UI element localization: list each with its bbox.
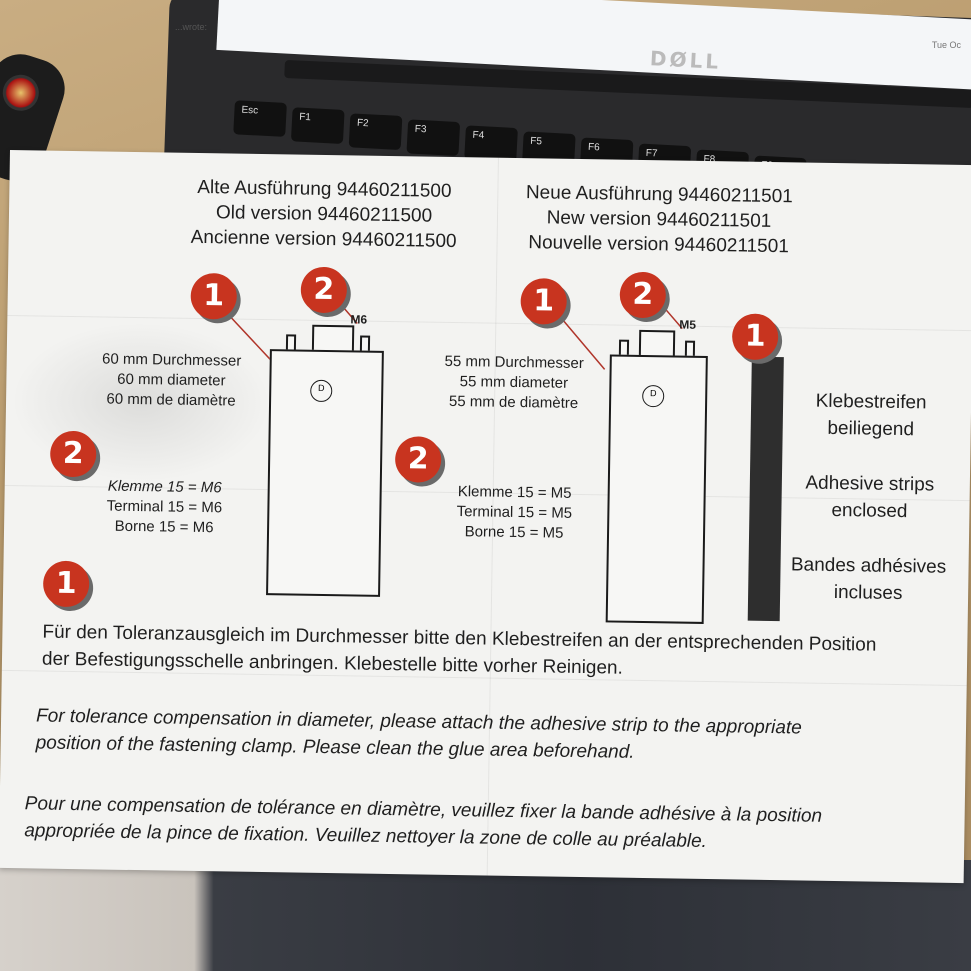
screen-email-text: ...wrote:: [175, 22, 208, 32]
diameter-en: 55 mm diameter: [459, 373, 569, 392]
old-diameter-label: 60 mm Durchmesser 60 mm diameter 60 mm d…: [91, 349, 252, 412]
callout-arrow: [221, 307, 276, 365]
strip-label-en-1: Adhesive strips: [805, 472, 935, 496]
diameter-de: 55 mm Durchmesser: [444, 352, 584, 373]
strip-label-fr-2: incluses: [833, 581, 903, 605]
terminal-de: Klemme 15 = M5: [457, 483, 572, 502]
thread-label-m6: M6: [350, 312, 368, 327]
key-f1: F1: [290, 107, 345, 144]
callout-arrow: [556, 313, 606, 370]
key-f2: F2: [348, 113, 403, 150]
key-esc: Esc: [233, 100, 287, 137]
strip-label-de-1: Klebestreifen: [815, 390, 927, 414]
strip-label-fr-1: Bandes adhésives: [790, 554, 947, 578]
terminal-fr: Borne 15 = M5: [464, 523, 564, 542]
terminal-en: Terminal 15 = M6: [106, 497, 223, 517]
key-f3: F3: [406, 119, 461, 157]
adhesive-strip: [747, 356, 784, 622]
instruction-en: For tolerance compensation in diameter, …: [35, 702, 802, 768]
screen-date-text: Tue Oc: [931, 40, 961, 50]
instruction-sheet: Alte Ausführung 94460211500 Old version …: [0, 150, 971, 884]
new-terminal-label: Klemme 15 = M5 Terminal 15 = M5 Borne 15…: [434, 482, 595, 545]
new-diameter-label: 55 mm Durchmesser 55 mm diameter 55 mm d…: [431, 352, 597, 415]
old-terminal-label: Klemme 15 = M6 Terminal 15 = M6 Borne 15…: [84, 476, 245, 539]
adhesive-strip-label: Klebestreifen beiliegend Adhesive strips…: [788, 387, 951, 607]
diameter-en: 60 mm diameter: [117, 370, 226, 390]
laptop-brand-logo: DØLL: [649, 46, 722, 74]
thread-label-m5: M5: [679, 317, 697, 332]
terminal-fr: Borne 15 = M6: [114, 517, 214, 537]
terminal-en: Terminal 15 = M5: [456, 503, 573, 522]
terminal-de: Klemme 15 = M6: [107, 477, 222, 497]
diameter-fr: 55 mm de diamètre: [448, 392, 579, 412]
car-emblem: [0, 70, 44, 116]
diameter-fr: 60 mm de diamètre: [106, 390, 236, 410]
diameter-de: 60 mm Durchmesser: [101, 350, 242, 370]
instruction-fr: Pour une compensation de tolérance en di…: [24, 790, 822, 857]
strip-label-de-2: beiliegend: [827, 417, 915, 441]
strip-label-en-2: enclosed: [831, 499, 908, 523]
